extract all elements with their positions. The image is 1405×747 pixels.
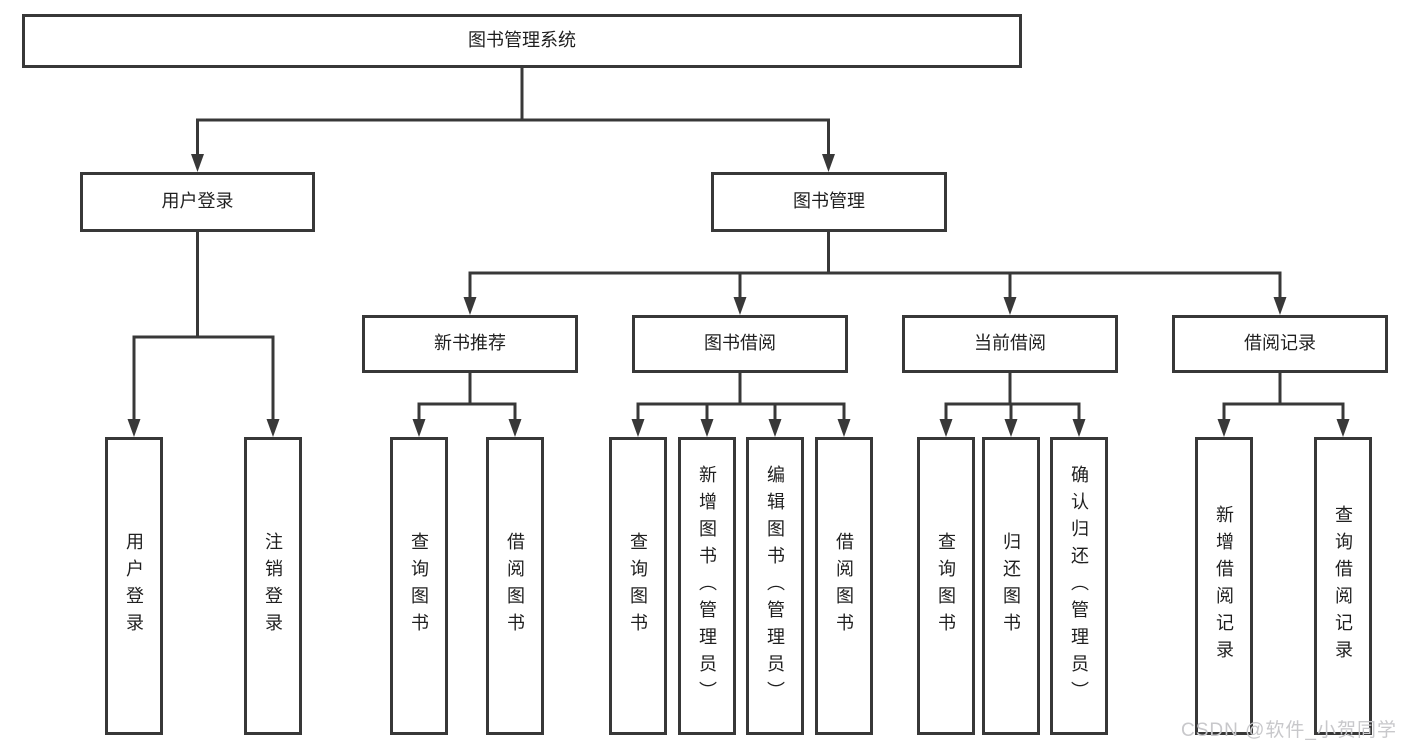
node-label: 借阅记录 xyxy=(1244,333,1316,354)
node-label: 借阅图书 xyxy=(834,532,854,640)
node-label: 查询图书 xyxy=(936,532,956,640)
node-label: 确认归还（管理员） xyxy=(1069,464,1089,708)
leaf-borrow-add-books-admin: 新增图书（管理员） xyxy=(678,437,736,735)
leaf-record-query-borrow-record: 查询借阅记录 xyxy=(1314,437,1372,735)
node-label: 新书推荐 xyxy=(434,333,506,354)
node-label: 图书管理 xyxy=(793,191,865,212)
node-label: 图书管理系统 xyxy=(468,30,576,51)
node-label: 编辑图书（管理员） xyxy=(765,464,785,708)
csdn-watermark: CSDN @软件_小贺同学 xyxy=(1181,720,1397,741)
leaf-user-login: 用户登录 xyxy=(105,437,163,735)
node-label: 用户登录 xyxy=(124,532,144,640)
node-book-management: 图书管理 xyxy=(711,172,947,232)
leaf-current-return-books: 归还图书 xyxy=(982,437,1040,735)
node-label: 查询图书 xyxy=(409,532,429,640)
node-label: 查询借阅记录 xyxy=(1333,505,1353,667)
node-new-book-recommend: 新书推荐 xyxy=(362,315,578,373)
leaf-current-query-books: 查询图书 xyxy=(917,437,975,735)
node-label: 归还图书 xyxy=(1001,532,1021,640)
leaf-logout-login: 注销登录 xyxy=(244,437,302,735)
node-label: 查询图书 xyxy=(628,532,648,640)
node-user-login: 用户登录 xyxy=(80,172,315,232)
node-borrow-record: 借阅记录 xyxy=(1172,315,1388,373)
node-label: 图书借阅 xyxy=(704,333,776,354)
leaf-newbook-borrow-books: 借阅图书 xyxy=(486,437,544,735)
arrowheads xyxy=(127,154,1350,437)
leaf-borrow-edit-books-admin: 编辑图书（管理员） xyxy=(746,437,804,735)
node-library-management-system: 图书管理系统 xyxy=(22,14,1022,68)
leaf-current-confirm-return-admin: 确认归还（管理员） xyxy=(1050,437,1108,735)
node-label: 用户登录 xyxy=(161,191,234,212)
leaf-record-add-borrow-record: 新增借阅记录 xyxy=(1195,437,1253,735)
node-label: 注销登录 xyxy=(263,532,283,640)
node-book-borrow: 图书借阅 xyxy=(632,315,848,373)
leaf-newbook-query-books: 查询图书 xyxy=(390,437,448,735)
node-label: 借阅图书 xyxy=(505,532,525,640)
node-label: 新增图书（管理员） xyxy=(697,464,717,708)
leaf-borrow-query-books: 查询图书 xyxy=(609,437,667,735)
node-label: 当前借阅 xyxy=(974,333,1046,354)
leaf-borrow-borrow-books: 借阅图书 xyxy=(815,437,873,735)
node-current-borrow: 当前借阅 xyxy=(902,315,1118,373)
node-label: 新增借阅记录 xyxy=(1214,505,1234,667)
